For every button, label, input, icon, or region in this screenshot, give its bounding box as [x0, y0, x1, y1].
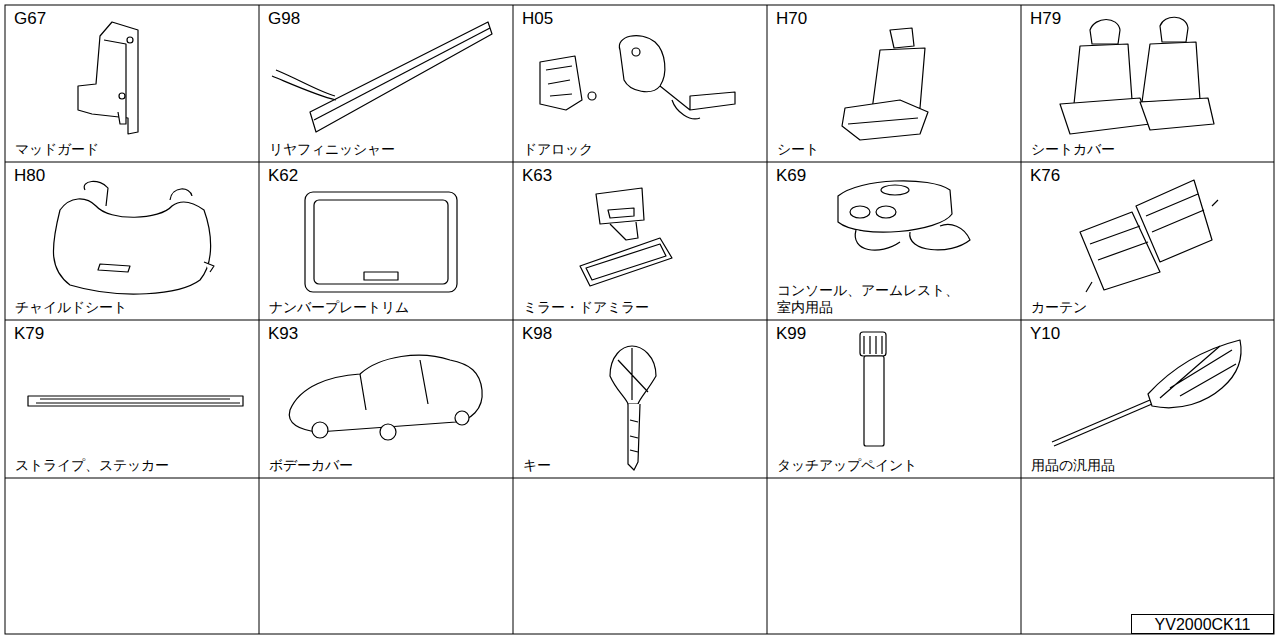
part-code: H70: [775, 9, 808, 28]
catalog-cell: K63 ミラー・ドアミラー: [514, 163, 766, 319]
catalog-cell: H80 チャイルドシート: [6, 163, 258, 319]
part-code: K98: [521, 324, 553, 343]
catalog-cell: K62 ナンバープレートリム: [260, 163, 512, 319]
part-name: 用品の汎用品: [1030, 457, 1116, 474]
catalog-cell: K69 コンソール、アームレスト、 室内用品: [768, 163, 1020, 319]
catalog-cell: Y10 用品の汎用品: [1022, 321, 1273, 477]
catalog-cell: K76 カーテン: [1022, 163, 1273, 319]
catalog-cell: K99 タッチアップペイント: [768, 321, 1020, 477]
part-code: K93: [267, 324, 299, 343]
part-name: ストライプ、ステッカー: [14, 457, 170, 474]
part-code: K69: [775, 166, 807, 185]
drawing-id: YV2000CK11: [1151, 616, 1255, 634]
catalog-cell: H79 シートカバー: [1022, 6, 1273, 161]
catalog-cell: G98 リヤフィニッシャー: [260, 6, 512, 161]
part-code: K99: [775, 324, 807, 343]
part-name: チャイルドシート: [14, 299, 128, 316]
part-code: G67: [13, 9, 47, 28]
drawing-id-box: YV2000CK11: [1131, 614, 1274, 634]
part-code: K79: [13, 324, 45, 343]
part-name: カーテン: [1030, 299, 1088, 316]
part-name: ナンバープレートリム: [268, 299, 410, 316]
part-name: ボデーカバー: [268, 457, 354, 474]
part-name: キー: [522, 457, 552, 474]
part-name: コンソール、アームレスト、 室内用品: [776, 282, 970, 316]
part-code: G98: [267, 9, 301, 28]
part-name: ミラー・ドアミラー: [522, 299, 650, 316]
catalog-cell: H05 ドアロック: [514, 6, 766, 161]
part-name: シート: [776, 141, 820, 158]
catalog-cell: G67 マッドガード: [6, 6, 258, 161]
catalog-cell: K93 ボデーカバー: [260, 321, 512, 477]
part-name: リヤフィニッシャー: [268, 141, 396, 158]
part-code: H79: [1029, 9, 1062, 28]
part-name: マッドガード: [14, 141, 100, 158]
catalog-cell: K79 ストライプ、ステッカー: [6, 321, 258, 477]
part-code: H80: [13, 166, 46, 185]
part-code: K63: [521, 166, 553, 185]
part-name: タッチアップペイント: [776, 457, 918, 474]
part-name: ドアロック: [522, 141, 594, 158]
part-code: H05: [521, 9, 554, 28]
part-code: K62: [267, 166, 299, 185]
part-code: Y10: [1029, 324, 1061, 343]
catalog-cell: K98 キー: [514, 321, 766, 477]
catalog-cell: H70 シート: [768, 6, 1020, 161]
part-code: K76: [1029, 166, 1061, 185]
part-name: シートカバー: [1030, 141, 1116, 158]
